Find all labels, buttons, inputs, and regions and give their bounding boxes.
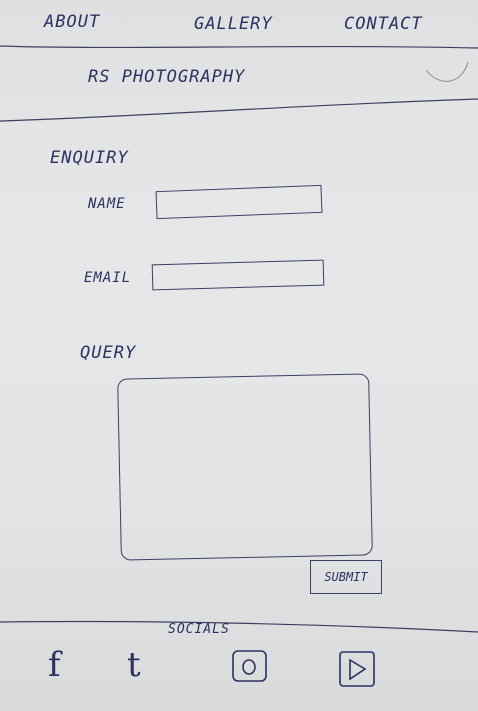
email-label: Email — [84, 270, 132, 286]
nav-gallery-link[interactable]: Gallery — [194, 14, 273, 34]
facebook-icon[interactable]: f — [48, 645, 61, 685]
nav-about-link[interactable]: About — [44, 12, 101, 32]
youtube-icon[interactable] — [336, 648, 378, 690]
submit-button[interactable]: Submit — [310, 560, 382, 594]
nav-contact-link[interactable]: Contact — [344, 14, 423, 34]
email-input[interactable] — [151, 259, 325, 291]
name-label: Name — [88, 196, 126, 212]
query-label: Query — [80, 343, 137, 363]
query-textarea[interactable] — [117, 373, 373, 561]
instagram-icon[interactable] — [230, 648, 270, 684]
tumblr-icon[interactable]: t — [127, 645, 141, 685]
enquiry-heading: Enquiry — [50, 148, 129, 168]
socials-label: Socials — [168, 622, 230, 637]
brand-title[interactable]: RS Photography — [88, 67, 246, 87]
